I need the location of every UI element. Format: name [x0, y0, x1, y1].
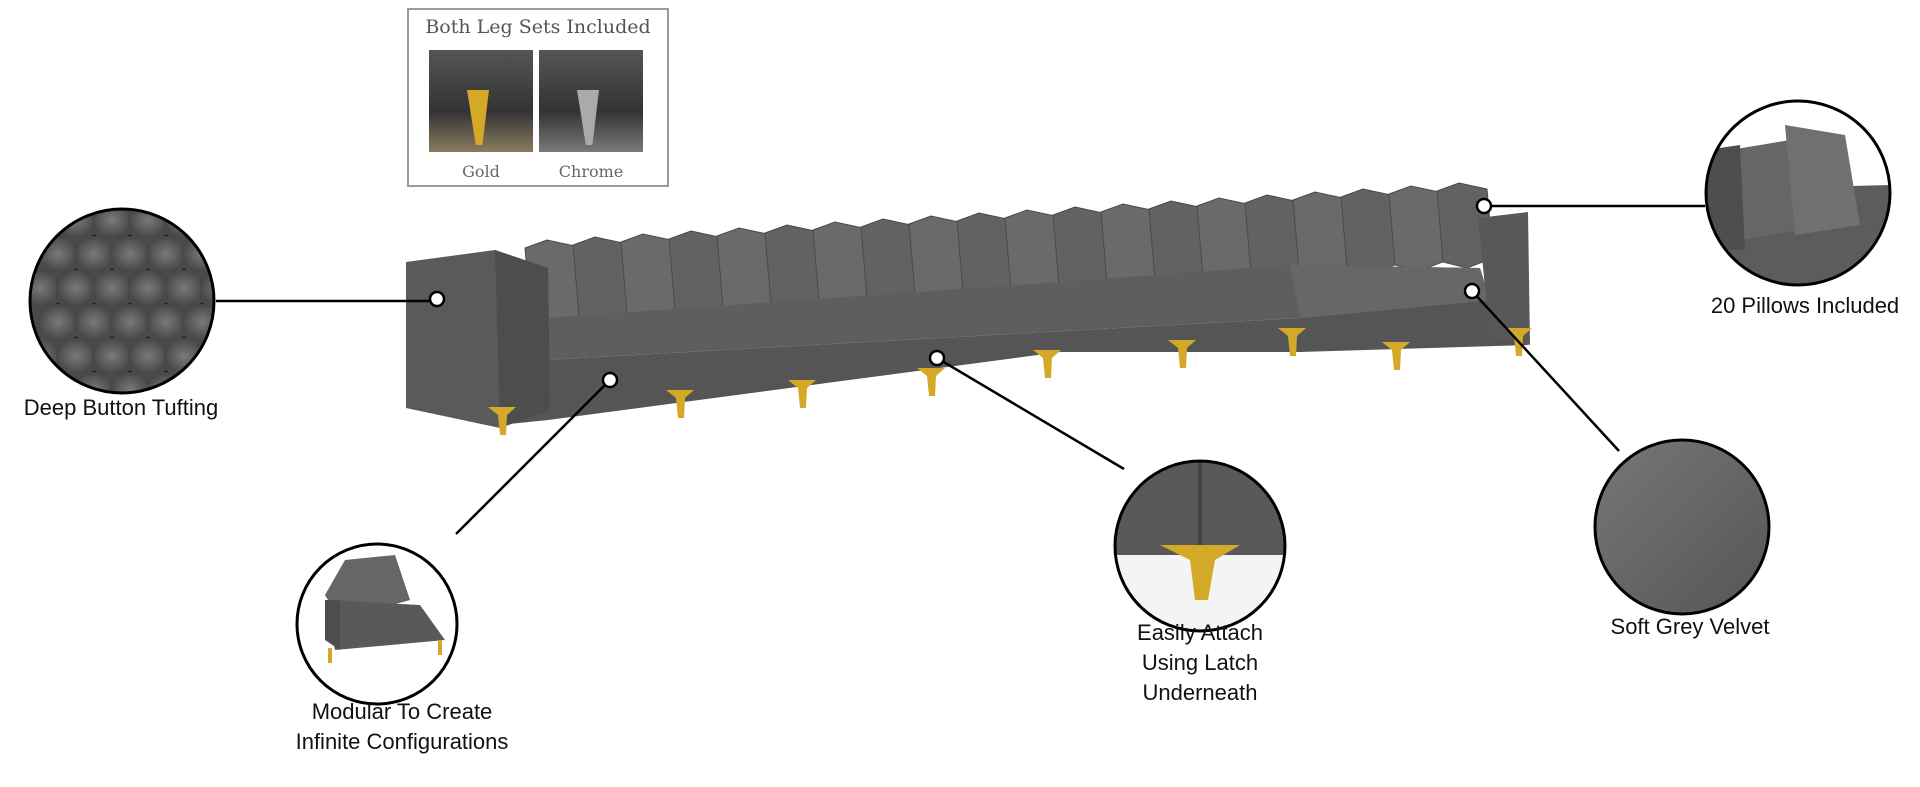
- gold-leg: [1033, 350, 1061, 378]
- tufting-detail-image: [31, 210, 259, 410]
- tuft: [74, 236, 114, 272]
- tuft-button: [254, 269, 259, 274]
- pillows-caption: 20 Pillows Included: [1710, 293, 1900, 318]
- pillow: [860, 218, 918, 305]
- gold-leg: [488, 407, 516, 435]
- pillow: [716, 227, 774, 314]
- tuft: [110, 372, 150, 392]
- tuft: [218, 372, 258, 408]
- gold-leg: [1278, 328, 1306, 356]
- tuft: [31, 210, 60, 238]
- tuft: [38, 304, 78, 340]
- velvet-callout-line: [1471, 290, 1620, 452]
- gold-leg: [1168, 340, 1196, 368]
- pillow: [764, 224, 822, 311]
- tufted-base: [500, 300, 1528, 425]
- pillows-detail-image: [1707, 102, 1889, 284]
- pillow: [1292, 191, 1350, 278]
- tufting-caption: Deep Button Tufting: [23, 395, 219, 420]
- pillows-marker: [1475, 197, 1493, 215]
- modular-marker: [601, 371, 619, 389]
- chrome-label: Chrome: [558, 162, 624, 181]
- pillow: [956, 212, 1014, 299]
- modular-caption-line2: Infinite Configurations: [295, 729, 509, 754]
- tuft: [31, 270, 60, 306]
- pillow: [1388, 185, 1446, 272]
- gold-label: Gold: [462, 162, 500, 181]
- tuft: [128, 338, 168, 374]
- pillow: [812, 221, 870, 308]
- tuft: [146, 304, 186, 340]
- latch-caption-line3: Underneath: [1142, 680, 1258, 705]
- modular-caption-line1: Modular To Create: [311, 699, 493, 724]
- tuft-button: [218, 405, 223, 410]
- pillow: [620, 233, 678, 320]
- gold-leg: [788, 380, 816, 408]
- tuft: [182, 304, 213, 340]
- modular-callout-line: [455, 379, 611, 535]
- tuft: [200, 338, 213, 374]
- latch-callout-line: [936, 356, 1125, 471]
- velvet-caption: Soft Grey Velvet: [1610, 614, 1770, 639]
- gold-leg: [666, 390, 694, 418]
- tuft: [110, 304, 150, 340]
- latch-caption-line1: Easily Attach: [1137, 620, 1263, 645]
- tuft-button: [236, 371, 241, 376]
- pillow: [1004, 209, 1062, 296]
- detail-circle-borders: [28, 99, 1892, 706]
- tuft: [92, 270, 132, 306]
- corner-seat: [1290, 265, 1490, 318]
- velvet-marker: [1463, 282, 1481, 300]
- tuft: [92, 338, 132, 374]
- tuft-button: [254, 337, 259, 342]
- tuft: [218, 304, 258, 340]
- pillow: [572, 236, 630, 323]
- gold-leg-shape: [467, 90, 489, 145]
- tuft-button: [218, 269, 223, 274]
- latch-marker: [928, 349, 946, 367]
- tufting-marker: [428, 290, 446, 308]
- tuft: [56, 270, 96, 306]
- callout-lines: [216, 204, 1705, 535]
- left-arm-side: [495, 250, 550, 428]
- tuft-button: [254, 405, 259, 410]
- seat-cushions: [545, 265, 1490, 360]
- tuft-button: [236, 235, 241, 240]
- tuft: [128, 210, 168, 238]
- tuft-button: [199, 370, 205, 376]
- tuft: [56, 338, 96, 374]
- pillow: [908, 215, 966, 302]
- pillow: [1340, 188, 1398, 275]
- tuft: [110, 236, 150, 272]
- tuft-button: [236, 303, 241, 308]
- tuft-button: [199, 234, 205, 240]
- velvet-detail-image: [1596, 441, 1768, 613]
- tuft: [146, 236, 186, 272]
- tuft: [128, 270, 168, 306]
- back-pillows: [524, 182, 1494, 326]
- leg-sets-title: Both Leg Sets Included: [425, 16, 651, 38]
- modular-detail-image: [298, 545, 456, 703]
- chrome-leg-shape: [577, 90, 599, 145]
- gold-leg: [1382, 342, 1410, 370]
- tuft: [92, 210, 132, 238]
- tuft-button: [55, 370, 61, 376]
- gold-leg: [917, 368, 945, 396]
- tuft: [164, 270, 204, 306]
- latch-caption-line2: Using Latch: [1141, 650, 1259, 675]
- leg-sets-panel: Both Leg Sets Included Gold Chrome: [407, 8, 669, 187]
- tuft: [218, 236, 258, 272]
- tuft: [200, 210, 213, 238]
- pillow: [668, 230, 726, 317]
- gold-leg-image: [429, 50, 533, 152]
- tuft: [74, 304, 114, 340]
- chrome-leg-image: [539, 50, 643, 152]
- tuft-button: [218, 337, 223, 342]
